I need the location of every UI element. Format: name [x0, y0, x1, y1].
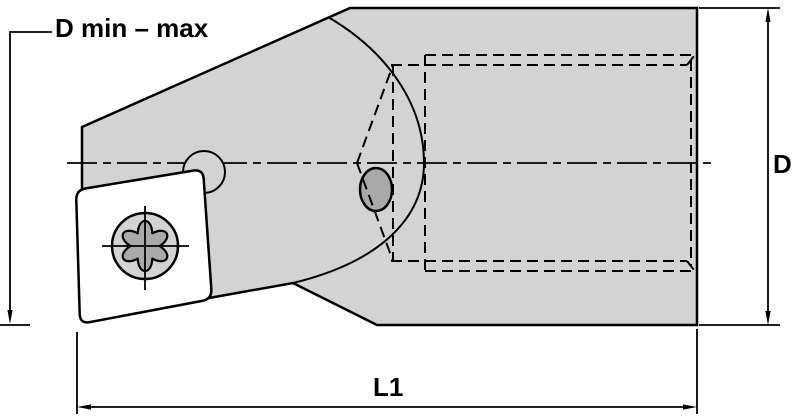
d-min-max-leader-line: [9, 31, 52, 312]
dimension-d-min-max: D min – max: [0, 13, 209, 326]
l1-arrowhead-left: [77, 404, 91, 410]
screw-crosshair: [102, 206, 189, 290]
drill-point-upper: [356, 64, 394, 164]
dimension-d: D: [699, 7, 792, 326]
d-label: D: [773, 149, 792, 179]
dimension-l1: L1: [76, 329, 698, 414]
l1-label: L1: [373, 372, 403, 402]
d-arrowhead-down: [765, 311, 771, 325]
d-min-max-label: D min – max: [55, 13, 209, 43]
drill-point-lower: [356, 162, 394, 262]
d-min-max-arrowhead: [7, 310, 13, 324]
cross-hole: [358, 166, 394, 213]
d-arrowhead-up: [765, 8, 771, 22]
l1-arrowhead-right: [683, 404, 697, 410]
torx-screw-icon: [102, 206, 189, 290]
